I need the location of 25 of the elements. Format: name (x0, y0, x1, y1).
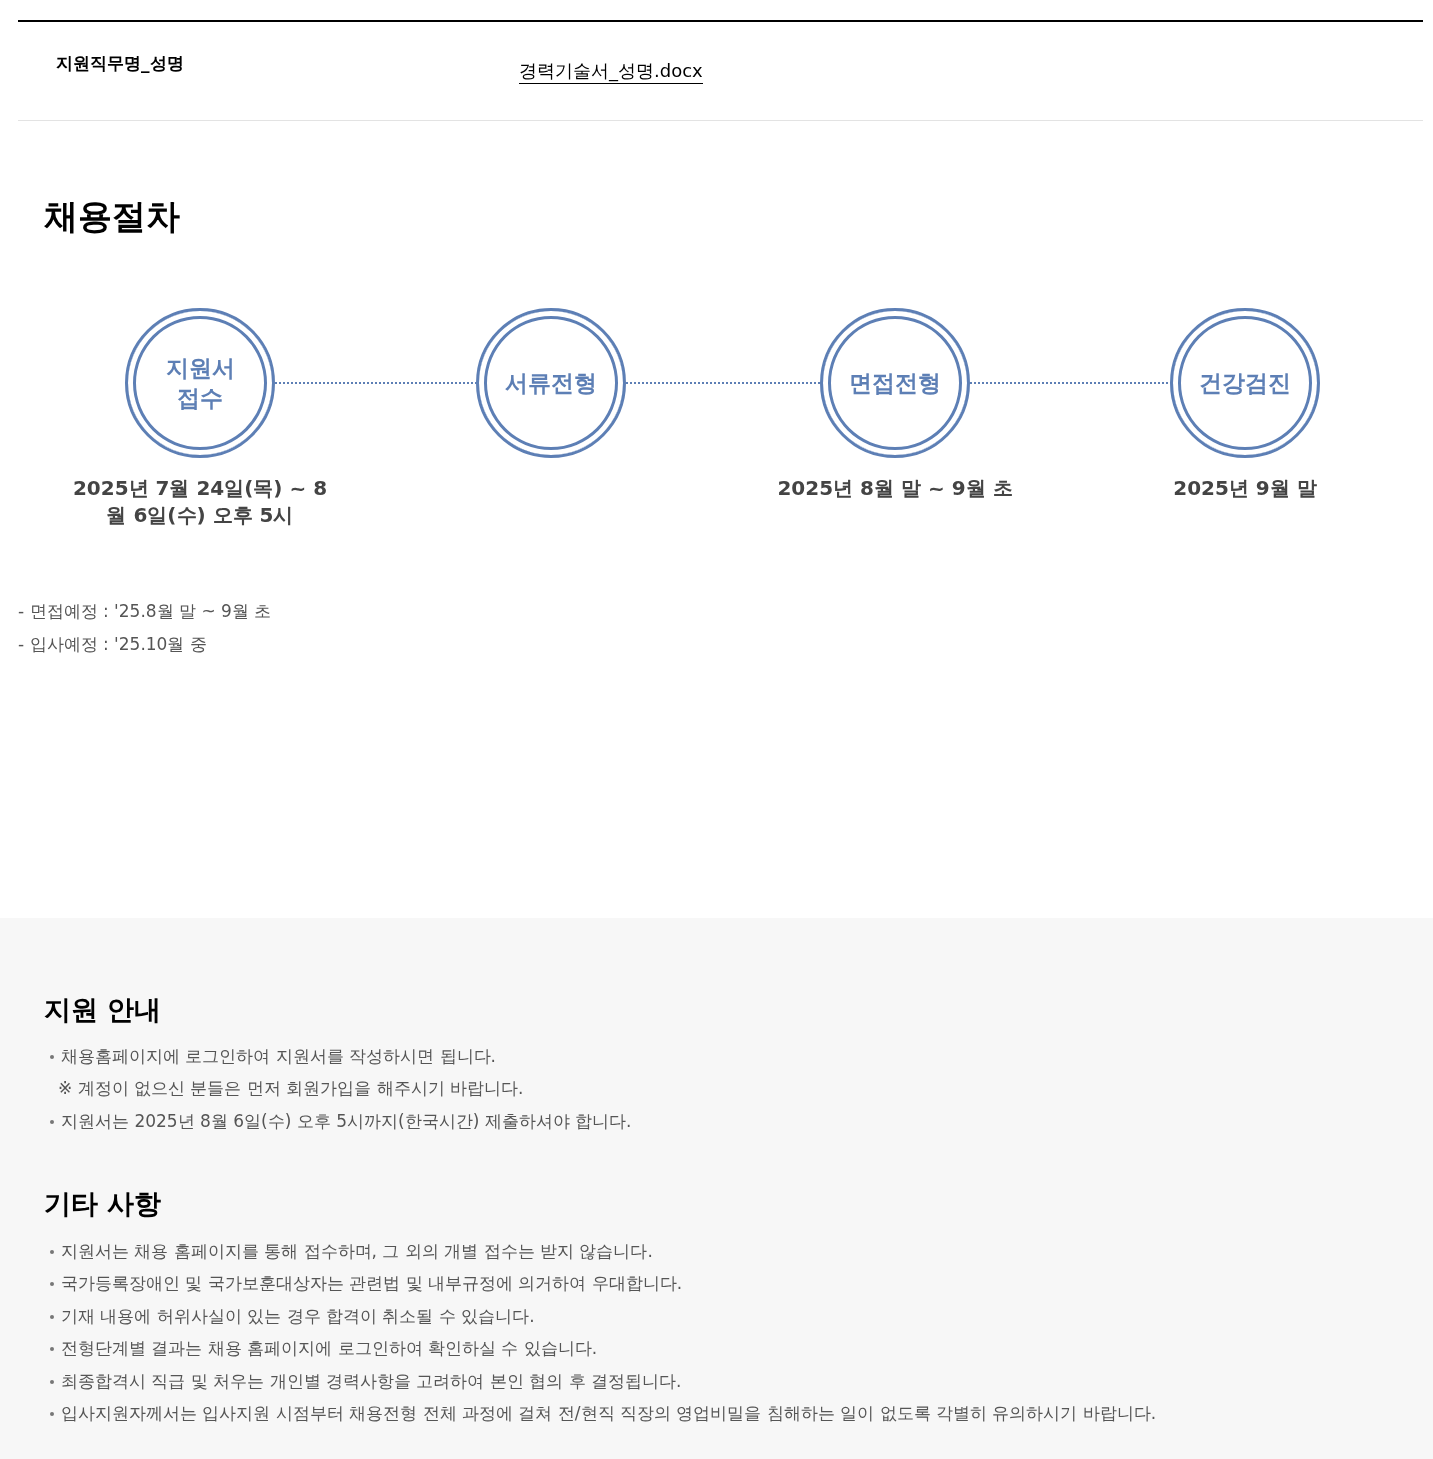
guide-text: 지원서는 2025년 8월 6일(수) 오후 5시까지(한국시간) 제출하셔야 합니다. (61, 1110, 632, 1133)
guide-text: 전형단계별 결과는 채용 홈페이지에 로그인하여 확인하실 수 있습니다. (61, 1337, 598, 1360)
schedule-note: - 면접예정 : '25.8월 말 ~ 9월 초 (18, 600, 272, 623)
schedule-note: - 입사예정 : '25.10월 중 (18, 633, 207, 656)
file-link: 경력기술서_성명.docx (519, 59, 703, 84)
guide-text: 지원서는 채용 홈페이지를 통해 접수하며, 그 외의 개별 접수는 받지 않습니다. (61, 1240, 653, 1263)
step-label: 면접전형 (848, 369, 942, 398)
section-heading: 채용절차 (44, 195, 180, 238)
guide-text: 기재 내용에 허위사실이 있는 경우 합격이 취소될 수 있습니다. (61, 1305, 535, 1328)
connector-line (625, 382, 821, 384)
step-date: 2025년 8월 말 ~ 9월 초 (776, 475, 1014, 502)
note-text: ※ 계정이 없으신 분들은 먼저 회원가입을 해주시기 바랍니다. (58, 1077, 524, 1100)
connector-line (969, 382, 1171, 384)
field-label: 지원직무명_성명 (56, 52, 184, 75)
guide-text: 채용홈페이지에 로그인하여 지원서를 작성하시면 됩니다. (61, 1045, 497, 1068)
guide-text: 최종합격시 직급 및 처우는 개인별 경력사항을 고려하여 본인 협의 후 결정됩니다. (61, 1370, 682, 1393)
step-label: 건강검진 (1198, 369, 1292, 398)
step-label: 서류전형 (504, 369, 598, 398)
guide-text: 입사지원자께서는 입사지원 시점부터 채용전형 전체 과정에 걸쳐 전/현직 직장의 영업비밀을 침해하는 일이 없도록 각별히 유의하시기 바랍니다. (61, 1402, 1157, 1425)
step-label: 지원서 접수 (164, 354, 236, 413)
step-date: 2025년 7월 24일(목) ~ 8월 6일(수) 오후 5시 (71, 475, 329, 529)
step-date: 2025년 9월 말 (1172, 475, 1318, 502)
section-heading: 기타 사항 (44, 1187, 162, 1221)
guide-text: 국가등록장애인 및 국가보훈대상자는 관련법 및 내부규정에 의거하여 우대합니다. (61, 1272, 683, 1295)
section-heading: 지원 안내 (44, 993, 162, 1027)
